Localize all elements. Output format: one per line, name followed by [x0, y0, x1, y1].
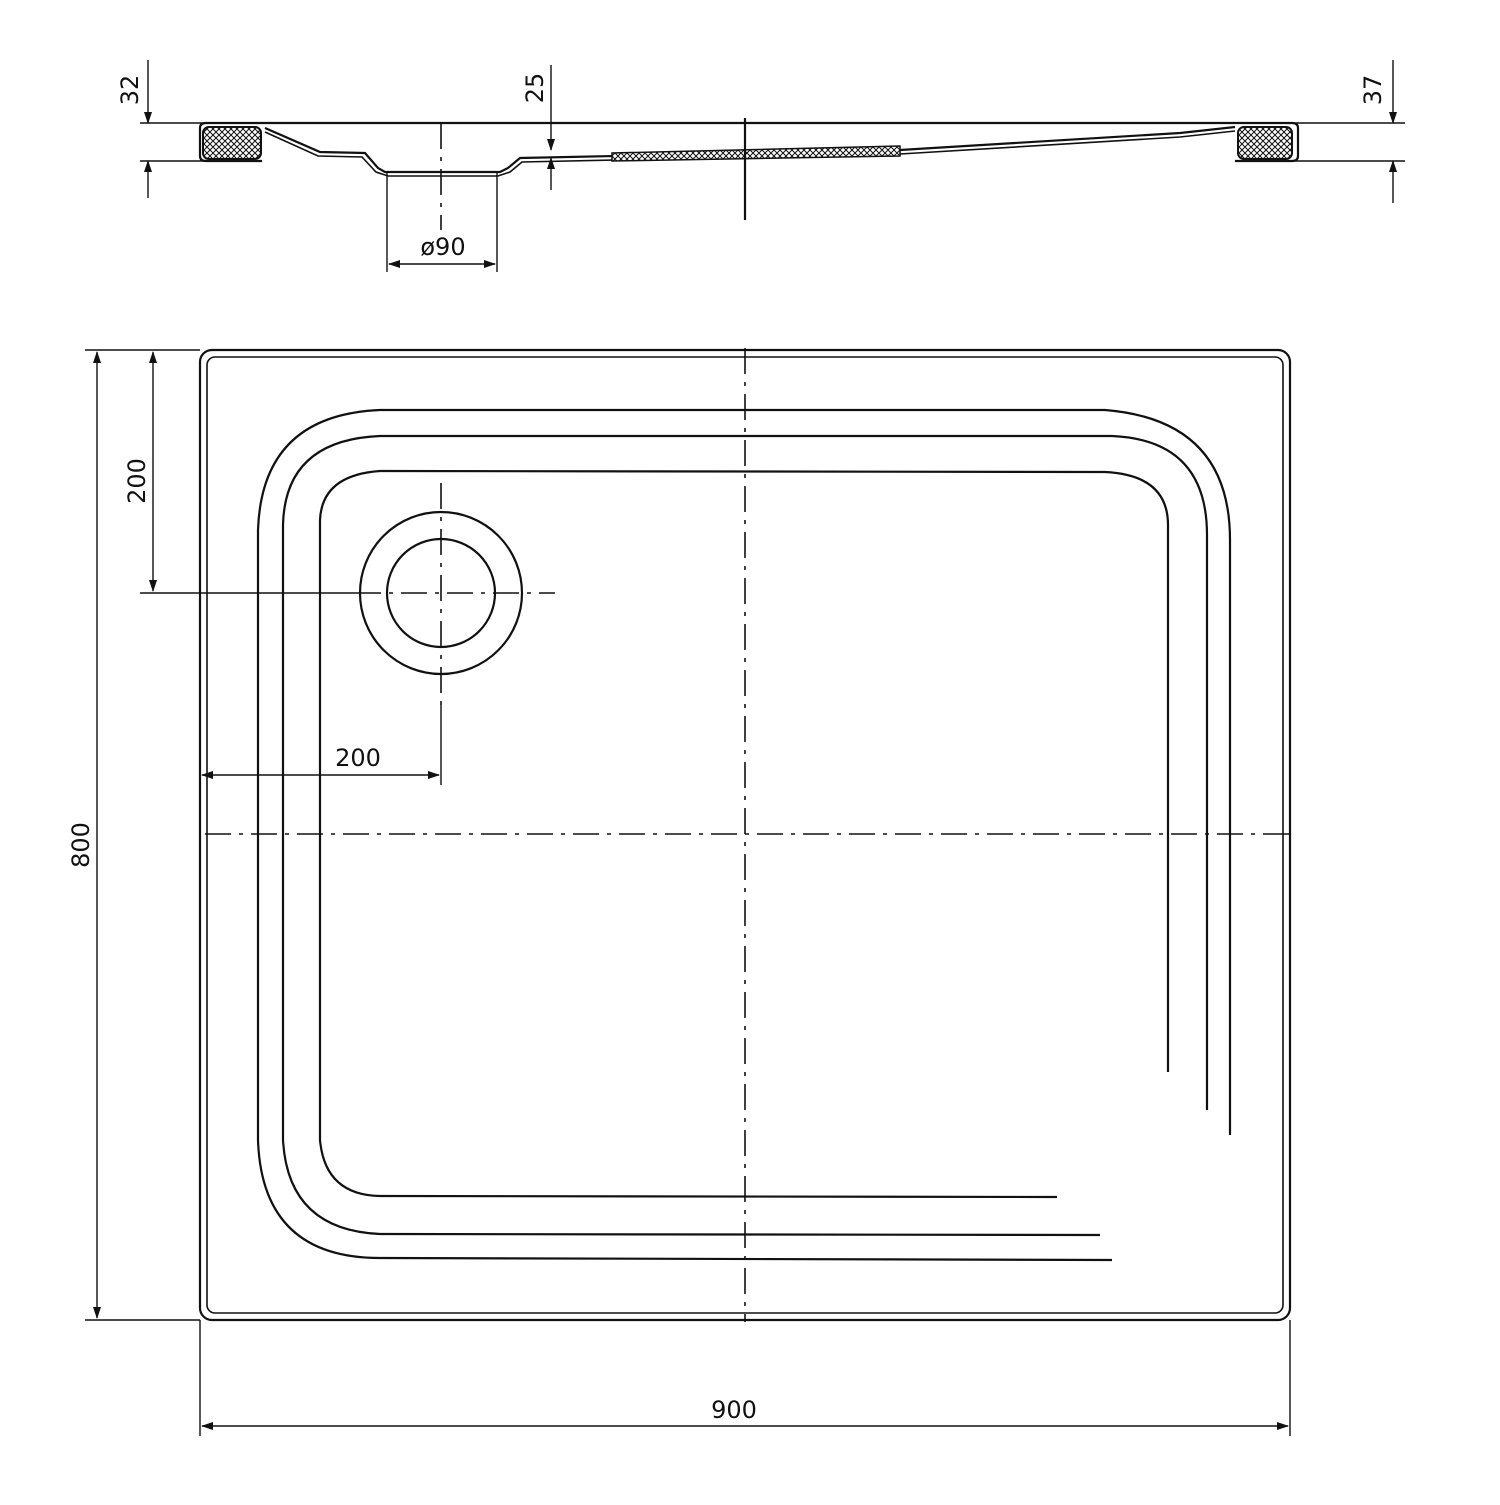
section-view: 32 25 37 ø90: [116, 60, 1405, 272]
dim-900-label: 900: [711, 1396, 757, 1424]
tray-rim-outline: [198, 121, 1300, 163]
dim-200-top-label: 200: [123, 458, 151, 504]
left-support-foot: [202, 126, 262, 160]
dim-200-left-label: 200: [335, 744, 381, 772]
dim-25-label: 25: [521, 73, 549, 104]
tray-left-edge: [198, 128, 262, 163]
dim-32-label: 32: [116, 75, 144, 106]
dim-800-label: 800: [67, 822, 95, 868]
tray-floor-profile: [264, 125, 1236, 174]
basin-contour-inner: [318, 469, 1170, 1199]
basin-contour-middle: [281, 434, 1209, 1237]
plan-view: 200 200 800 900: [67, 348, 1292, 1436]
basin-contour-outer: [256, 408, 1232, 1262]
right-support-foot: [1237, 126, 1293, 160]
tray-floor-profile-lower: [264, 130, 1236, 177]
dim-90-label: ø90: [420, 233, 465, 261]
dim-37-label: 37: [1359, 75, 1387, 106]
support-strip: [611, 145, 901, 162]
